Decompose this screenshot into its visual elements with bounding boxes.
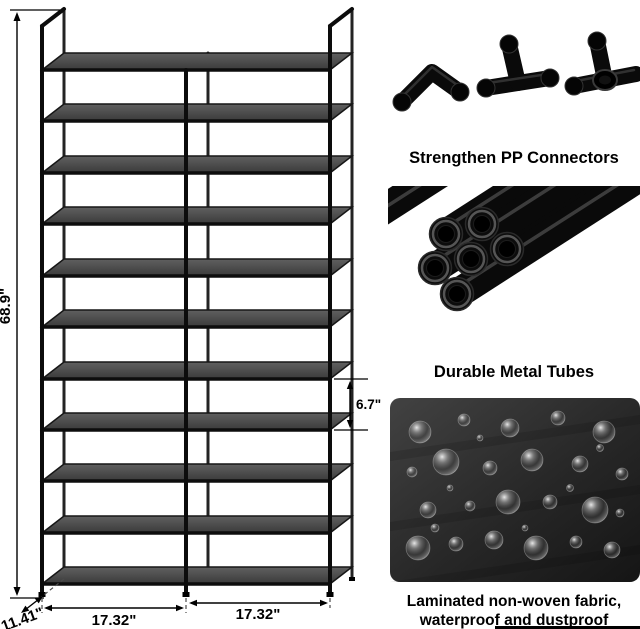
rack-shelves [39, 52, 355, 586]
metal-tubes-image [388, 186, 640, 312]
dimension-depth: 11.41" [0, 578, 65, 629]
depth-dimension-label: 11.41" [0, 604, 46, 629]
water-droplets [405, 410, 629, 561]
shoe-rack-diagram: 68.9" 6.7" 17.32" 17.32" [0, 7, 381, 629]
dimension-height: 68.9" [0, 9, 60, 599]
width-left-label: 17.32" [92, 612, 137, 629]
height-dimension-label: 68.9" [0, 288, 14, 324]
width-right-label: 17.32" [236, 606, 281, 623]
feature-caption-tubes: Durable Metal Tubes [433, 363, 595, 381]
bottom-edge-strip [495, 626, 640, 629]
three-way-connector [564, 31, 640, 96]
elbow-connector [392, 64, 470, 112]
tube-open-ends [417, 206, 525, 312]
rack-front-frame [38, 7, 354, 597]
fabric-background [390, 398, 640, 582]
rack-back-frame [61, 7, 355, 581]
pp-connectors-image [392, 31, 640, 112]
feature-caption-connectors: Strengthen PP Connectors [409, 149, 619, 167]
dimension-widths: 17.32" 17.32" [41, 598, 331, 629]
tier-height-label: 6.7" [356, 397, 381, 412]
dimension-tier-height: 6.7" [334, 378, 381, 431]
tee-connector [476, 34, 560, 98]
feature-caption-fabric: Laminated non-woven fabric, waterproof a… [406, 593, 622, 629]
waterproof-fabric-image [390, 398, 640, 582]
